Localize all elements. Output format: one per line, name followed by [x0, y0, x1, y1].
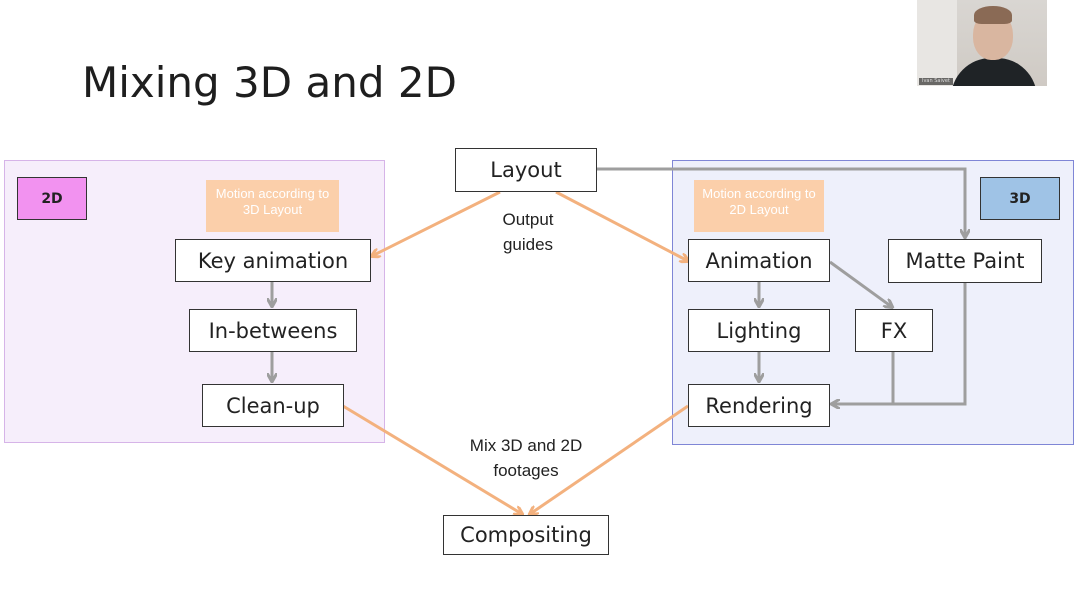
webcam-background — [917, 0, 957, 86]
arrow-animation-to-fx — [829, 260, 892, 307]
label-mix-line1: Mix 3D and 2D — [469, 436, 583, 455]
arrow-layout-to-key-animation — [372, 190, 501, 256]
arrow-rendering-to-compositing — [530, 404, 689, 514]
node-fx: FX — [855, 309, 933, 352]
arrow-layout-to-animation — [555, 190, 688, 261]
label-output-guides-line2: guides — [502, 235, 554, 254]
arrow-layout-to-matte-paint — [597, 167, 965, 237]
slide-title: Mixing 3D and 2D — [82, 58, 457, 107]
node-clean-up: Clean-up — [202, 384, 344, 427]
node-compositing: Compositing — [443, 515, 609, 555]
webcam-video: Ivan Saivet — [917, 0, 1047, 86]
arrow-cleanup-to-compositing — [342, 404, 522, 514]
tag-3d: 3D — [980, 177, 1060, 220]
node-matte-paint: Matte Paint — [888, 239, 1042, 283]
webcam-name-label: Ivan Saivet — [919, 78, 953, 85]
node-lighting: Lighting — [688, 309, 830, 352]
arrow-matte-paint-to-rendering — [832, 283, 967, 404]
note-3d-motion: Motion according to 2D Layout — [694, 180, 824, 232]
node-in-betweens: In-betweens — [189, 309, 357, 352]
label-mix-footages: Mix 3D and 2D footages — [446, 433, 606, 483]
label-output-guides-line1: Output — [502, 210, 554, 229]
webcam-person-torso — [951, 58, 1037, 86]
note-2d-motion: Motion according to 3D Layout — [206, 180, 339, 232]
node-animation: Animation — [688, 239, 830, 282]
webcam-person-hair — [974, 6, 1012, 24]
node-rendering: Rendering — [688, 384, 830, 427]
label-output-guides: Output guides — [478, 207, 578, 257]
label-mix-line2: footages — [493, 461, 559, 480]
node-layout: Layout — [455, 148, 597, 192]
tag-2d: 2D — [17, 177, 87, 220]
node-key-animation: Key animation — [175, 239, 371, 282]
